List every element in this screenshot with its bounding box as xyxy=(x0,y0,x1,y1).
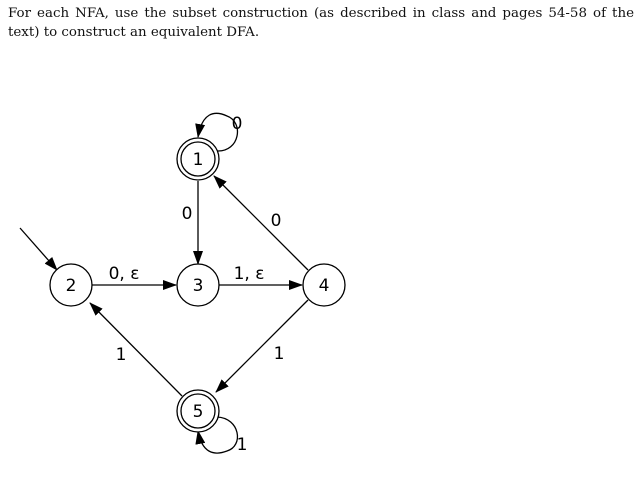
state-2-label: 2 xyxy=(66,276,77,296)
edge-4-1 xyxy=(213,175,309,271)
label-4-1: 0 xyxy=(271,211,282,231)
label-5-5: 1 xyxy=(237,435,248,455)
edge-4-5 xyxy=(215,299,309,393)
state-2: 2 xyxy=(49,263,93,307)
label-1-3: 0 xyxy=(182,204,193,224)
self-loop-5 xyxy=(195,416,239,454)
label-4-5: 1 xyxy=(274,344,285,364)
state-5: 5 xyxy=(176,389,220,433)
label-1-1: 0 xyxy=(232,114,243,134)
label-5-2: 1 xyxy=(116,345,127,365)
edge-5-2 xyxy=(89,302,183,397)
state-4-label: 4 xyxy=(319,276,330,296)
state-3-label: 3 xyxy=(193,276,204,296)
label-2-3: 0, ε xyxy=(109,264,140,284)
label-3-4: 1, ε xyxy=(234,264,265,284)
start-arrow xyxy=(19,227,58,271)
self-loop-1 xyxy=(195,112,239,152)
instructions-text: For each NFA, use the subset constructio… xyxy=(8,6,634,40)
state-1: 1 xyxy=(176,137,220,181)
state-4: 4 xyxy=(302,263,346,307)
state-5-label: 5 xyxy=(193,402,204,422)
state-1-label: 1 xyxy=(193,150,204,170)
state-3: 3 xyxy=(176,263,220,307)
